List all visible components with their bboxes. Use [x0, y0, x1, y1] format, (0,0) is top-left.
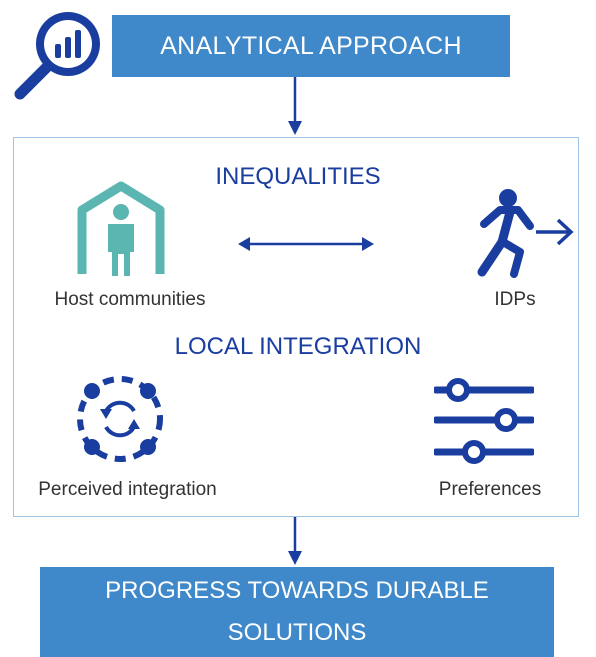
magnifier-chart-icon [14, 12, 100, 100]
analytical-approach-label: ANALYTICAL APPROACH [160, 31, 462, 60]
host-communities-label: Host communities [54, 289, 206, 310]
perceived-integration-label: Perceived integration [38, 479, 217, 500]
analysis-panel [13, 137, 579, 517]
idps-label: IDPs [494, 289, 536, 310]
local-integration-heading: LOCAL INTEGRATION [174, 333, 422, 360]
durable-solutions-banner: PROGRESS TOWARDS DURABLE SOLUTIONS [40, 567, 554, 657]
preferences-label: Preferences [438, 479, 542, 500]
sliders-icon [434, 378, 534, 464]
arrow-down-bottom [288, 517, 302, 565]
durable-solutions-line2: SOLUTIONS [227, 619, 367, 646]
house-person-icon [77, 181, 165, 276]
inequalities-heading: INEQUALITIES [215, 163, 381, 190]
running-person-icon [477, 189, 574, 278]
double-arrow [238, 237, 374, 251]
arrow-down-top [288, 77, 302, 135]
cycle-dots-icon [77, 376, 163, 462]
durable-solutions-line1: PROGRESS TOWARDS DURABLE [105, 577, 489, 604]
analytical-approach-banner: ANALYTICAL APPROACH [112, 15, 510, 77]
